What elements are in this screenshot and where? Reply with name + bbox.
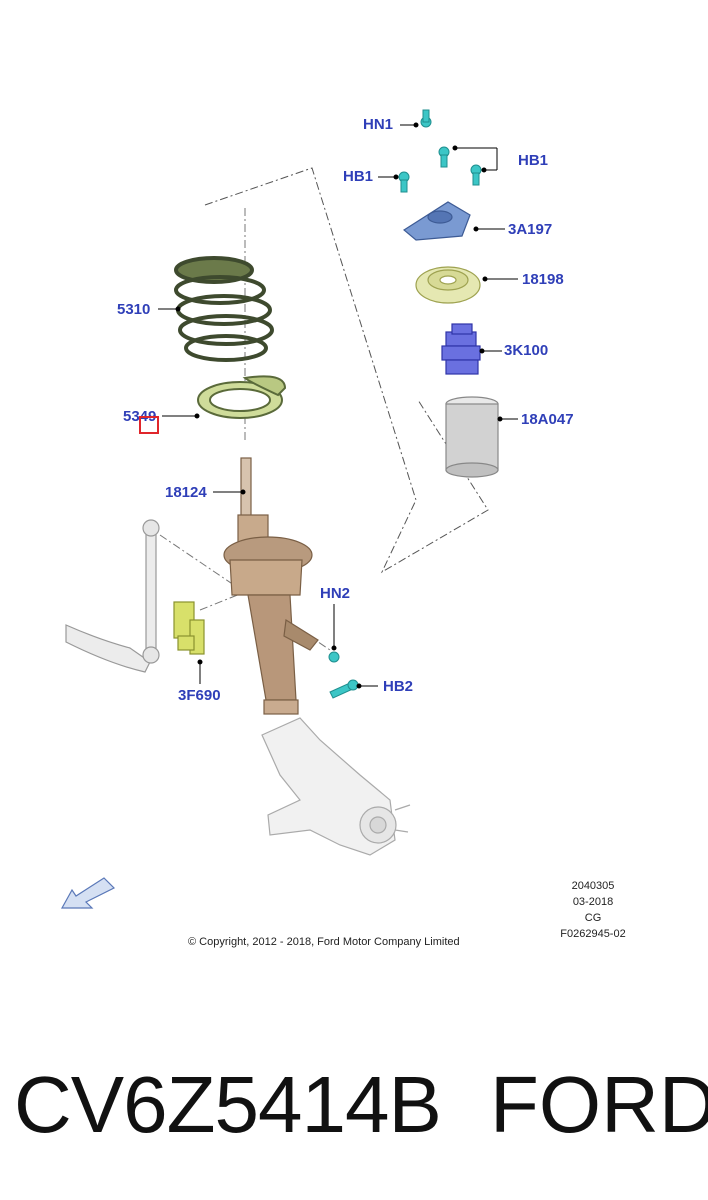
- copyright-notice: © Copyright, 2012 - 2018, Ford Motor Com…: [188, 936, 460, 948]
- callout-hb1-left: HB1: [343, 168, 374, 185]
- assembly-outline: [204, 167, 489, 574]
- callout-3k100: 3K100: [504, 342, 549, 359]
- callout-3a197: 3A197: [508, 221, 553, 238]
- callout-hb2: HB2: [383, 678, 414, 695]
- stabilizer-bar: [65, 519, 160, 673]
- strut-bearing: [415, 266, 481, 304]
- top-mount: [402, 201, 471, 241]
- callout-hn1: HN1: [363, 116, 394, 133]
- exploded-strut-diagram: [60, 109, 518, 909]
- callout-18a047: 18A047: [521, 411, 574, 428]
- leader-lines: [158, 122, 518, 689]
- fasteners: [328, 109, 482, 699]
- highlight-marker: [139, 416, 159, 434]
- coil-spring: [174, 256, 274, 362]
- callout-hb1-right: HB1: [518, 152, 549, 169]
- callout-18124: 18124: [165, 484, 207, 501]
- figure-code: 2040305: [571, 880, 615, 892]
- direction-arrow-icon: [60, 877, 116, 909]
- brand-name: FORD: [490, 1060, 708, 1149]
- spring-seat: [197, 375, 287, 419]
- bump-stop: [441, 323, 481, 375]
- wiring-bracket: [173, 601, 205, 655]
- callout-hn2: HN2: [320, 585, 351, 602]
- dust-boot: [445, 396, 499, 478]
- figure-date: 03-2018: [572, 896, 614, 908]
- callout-5310: 5310: [117, 301, 151, 318]
- figure-id: F0262945-02: [560, 928, 626, 940]
- strut-assembly: [223, 457, 319, 715]
- figure-initials: CG: [584, 912, 602, 924]
- part-number-title: CV6Z5414B: [14, 1060, 442, 1149]
- callout-3f690: 3F690: [178, 687, 221, 704]
- steering-knuckle: [261, 717, 411, 856]
- callout-18198: 18198: [522, 271, 564, 288]
